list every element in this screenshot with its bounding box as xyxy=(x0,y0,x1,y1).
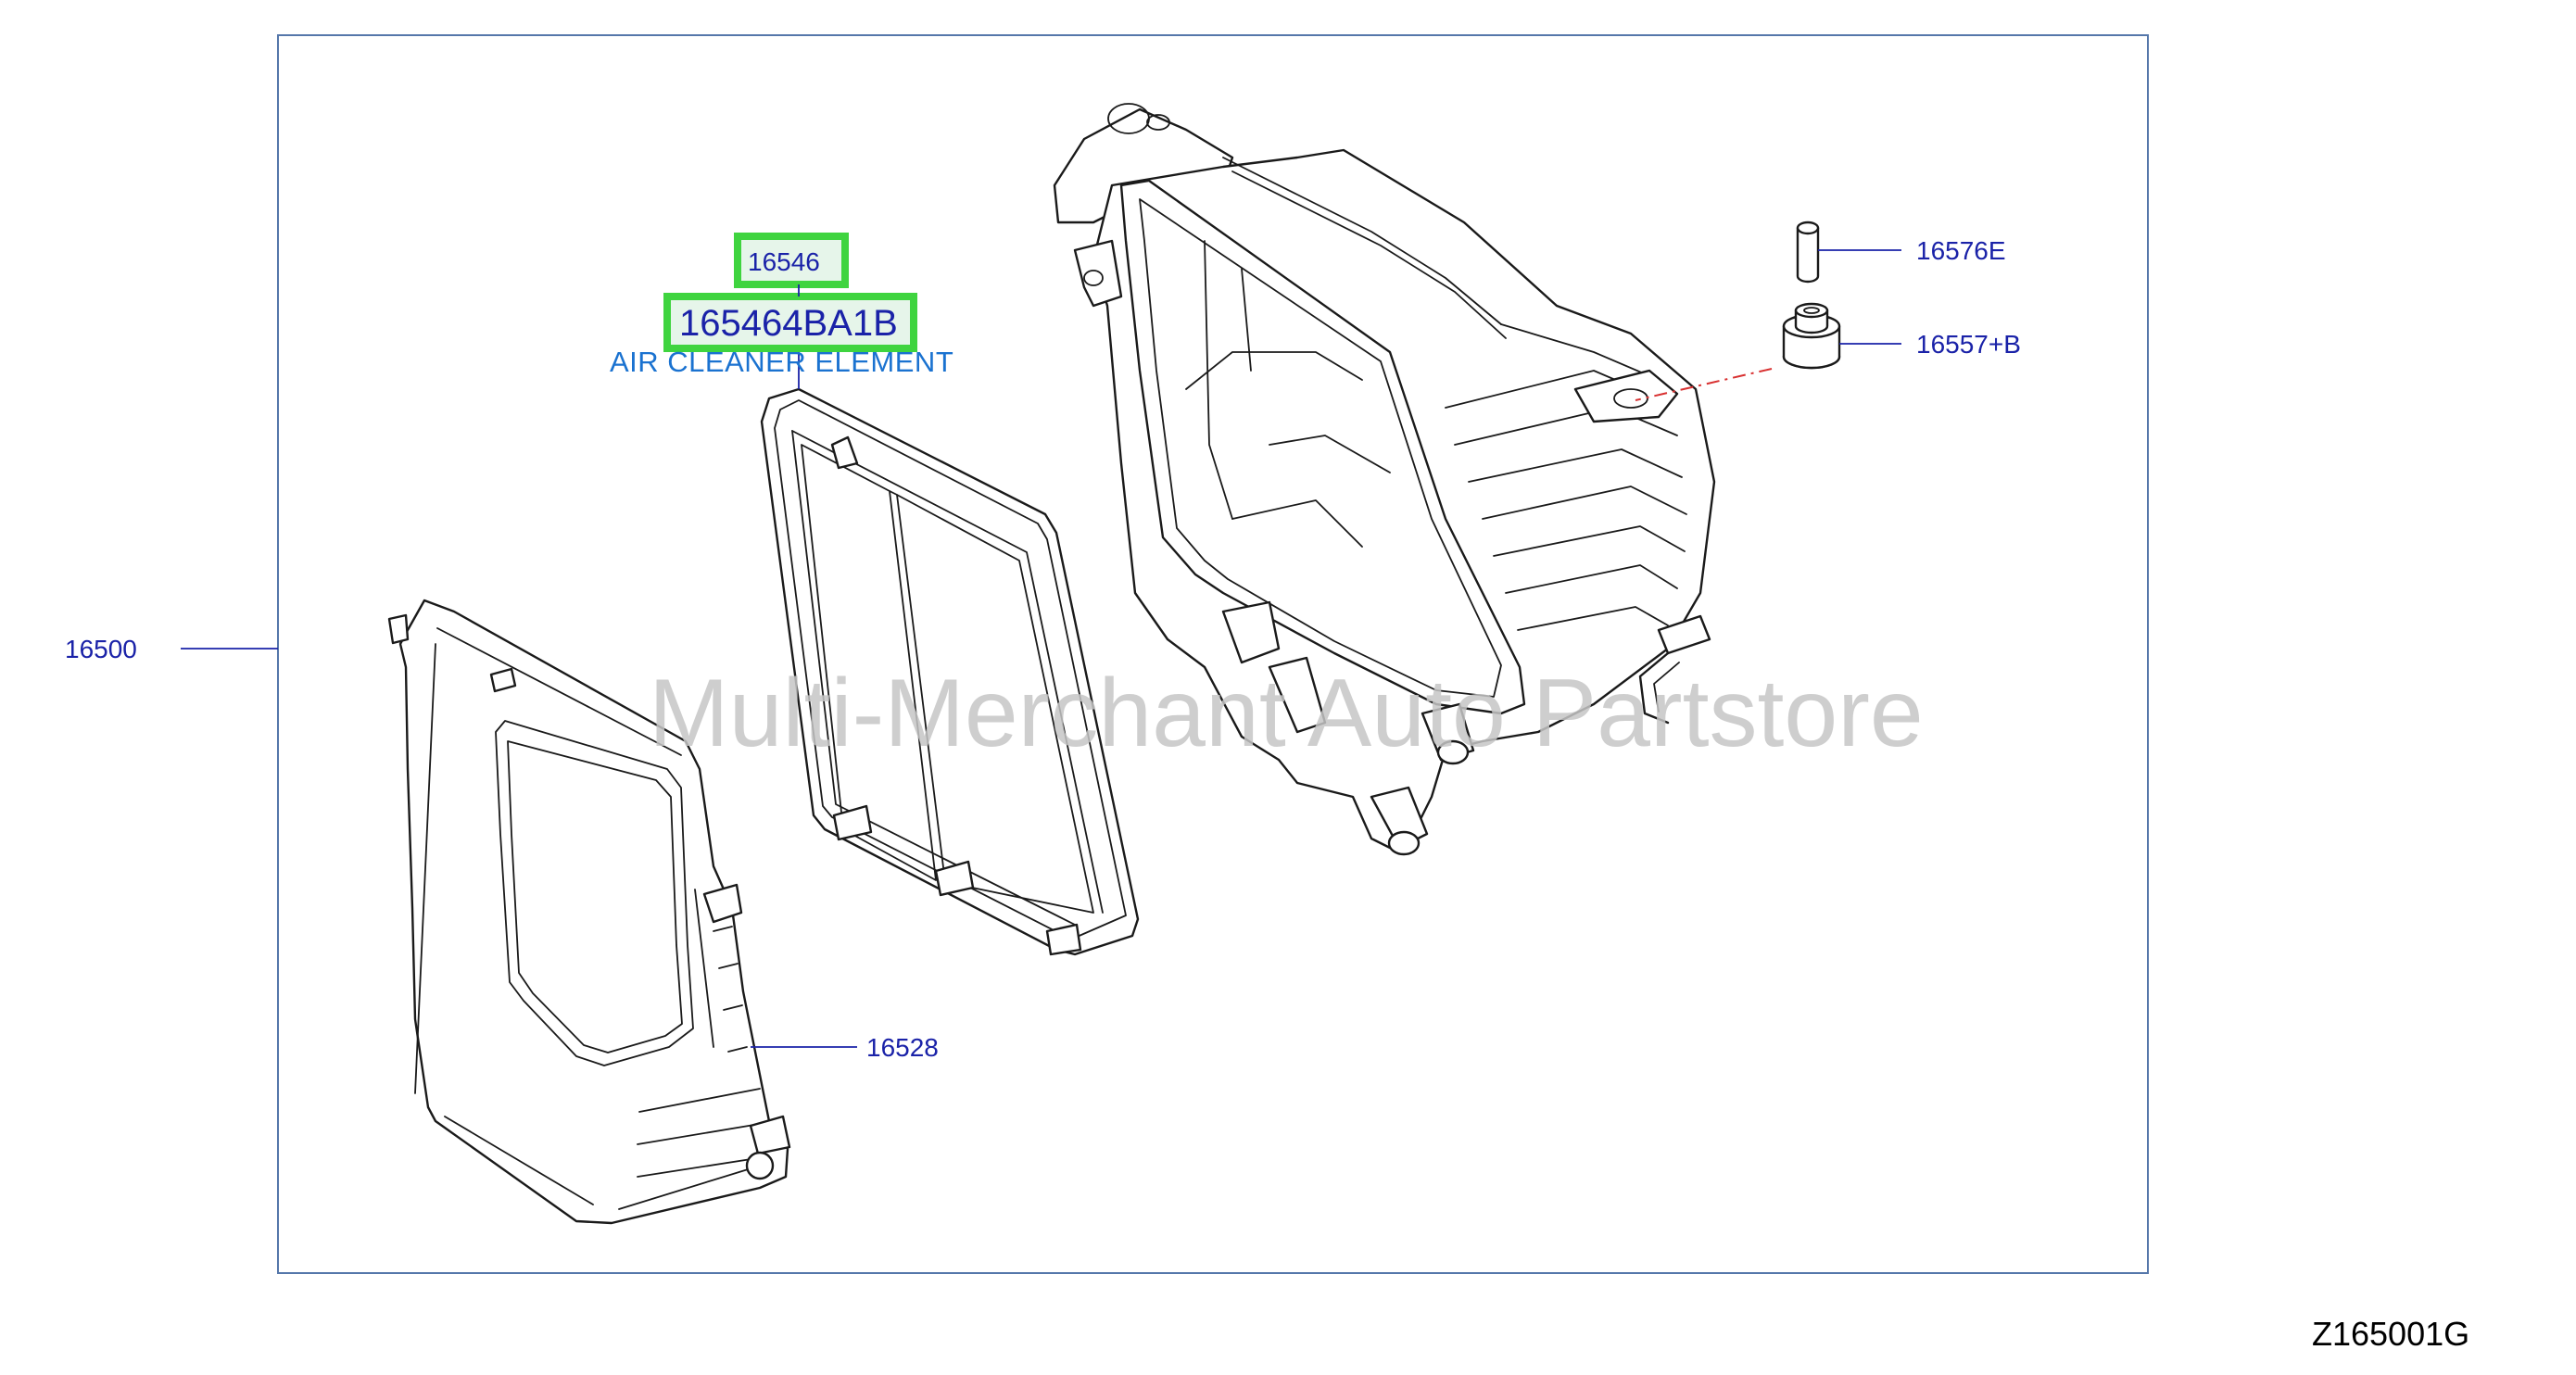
callout-grommet[interactable]: 16557+B xyxy=(1916,330,2021,359)
callout-element-part-number[interactable]: 165464BA1B xyxy=(679,303,898,344)
grommet-part[interactable] xyxy=(1782,302,1841,370)
air-cleaner-housing[interactable] xyxy=(1053,103,1716,856)
grommet-pointer-line xyxy=(1635,368,1773,401)
callout-cover[interactable]: 16528 xyxy=(866,1033,939,1062)
store-watermark: Multi-Merchant Auto Partstore xyxy=(649,660,1924,767)
element-part-number-highlight xyxy=(663,293,917,352)
air-cleaner-lower-cover[interactable] xyxy=(387,599,791,1225)
element-code-highlight xyxy=(734,233,849,288)
hose-clip[interactable] xyxy=(1638,614,1711,725)
assembly-frame xyxy=(277,34,2149,1274)
air-cleaner-element[interactable] xyxy=(760,387,1140,956)
callout-element-code[interactable]: 16546 xyxy=(748,247,820,276)
callout-assembly[interactable]: 16500 xyxy=(65,635,137,663)
figure-code: Z165001G xyxy=(2312,1315,2469,1353)
callout-pin[interactable]: 16576E xyxy=(1916,236,2006,265)
element-description: AIR CLEANER ELEMENT xyxy=(610,346,953,378)
pin-part[interactable] xyxy=(1796,221,1820,284)
